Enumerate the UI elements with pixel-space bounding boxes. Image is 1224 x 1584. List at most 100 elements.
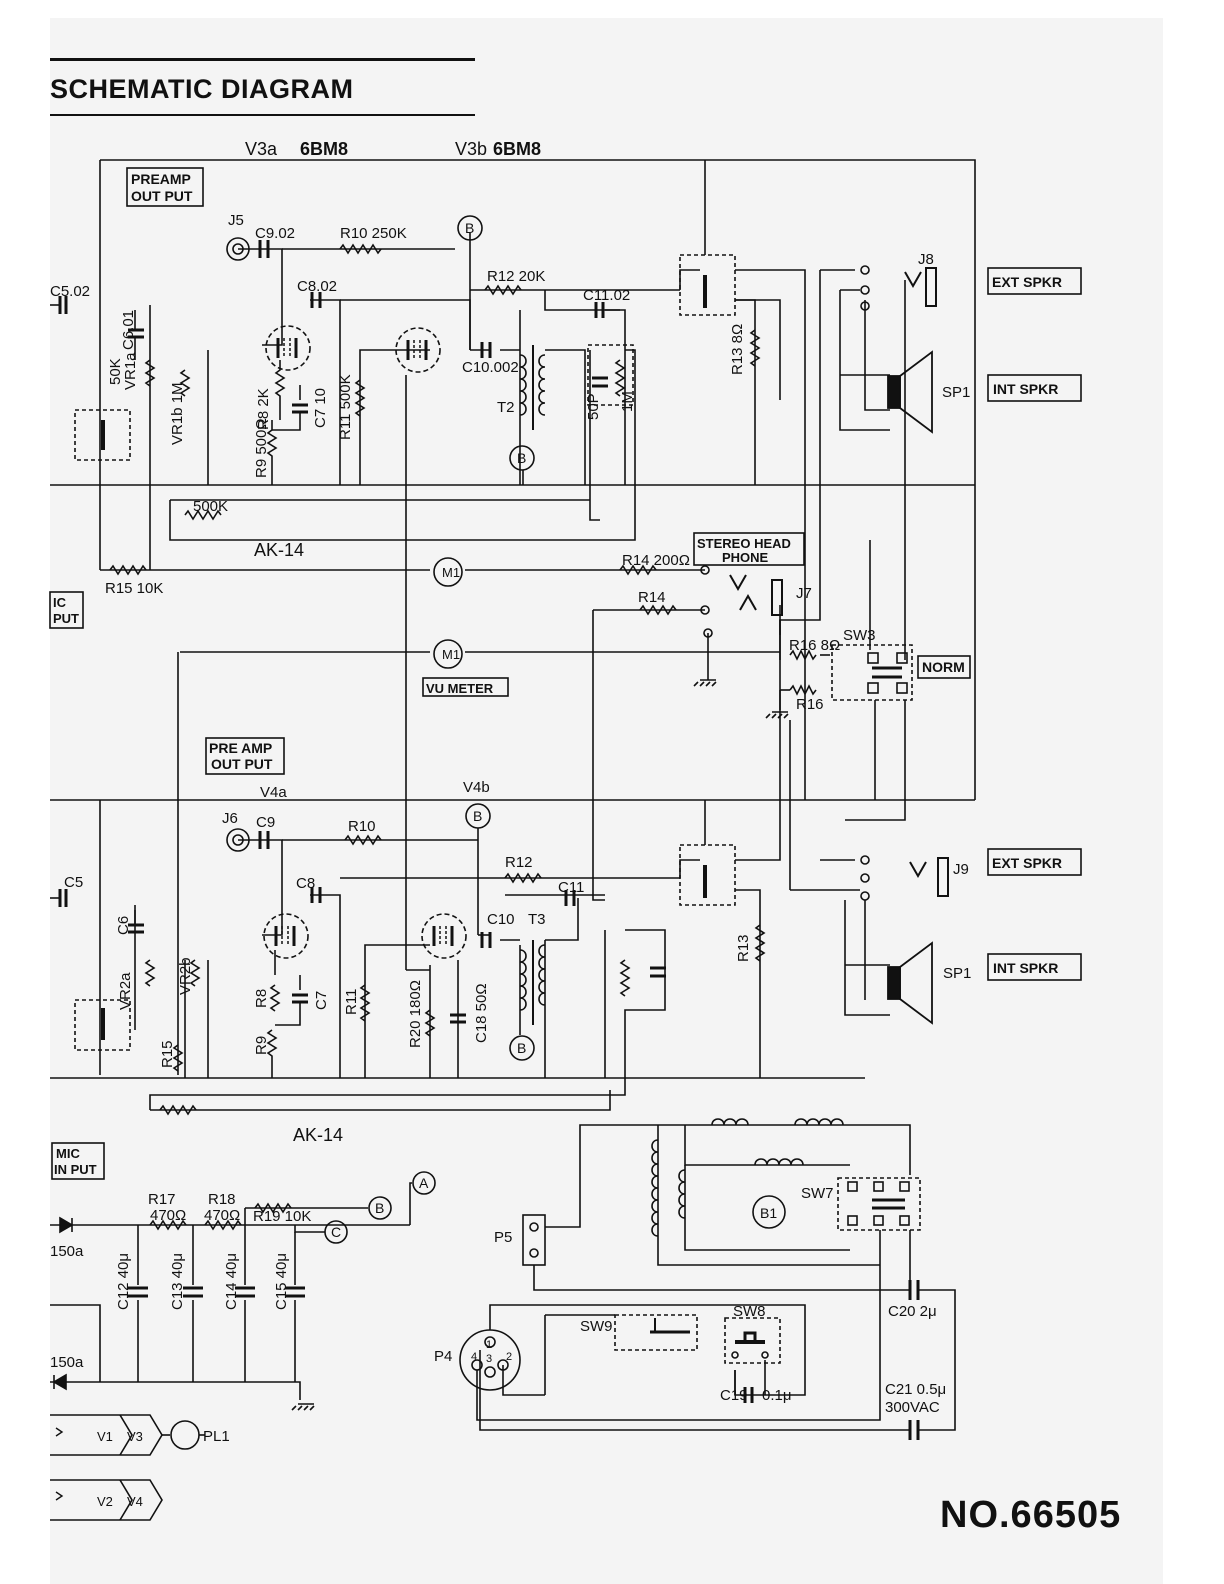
plug-p4: P4 [434, 1348, 452, 1365]
norm-label: NORM [922, 659, 965, 675]
transformer-t3: T3 [528, 911, 546, 928]
part-c21-rating: 300VAC [885, 1399, 940, 1416]
stereo-headphone-label-a: STEREO HEAD [697, 536, 791, 551]
part-c11-2: C11 [558, 879, 584, 896]
part-c12: C12 40μ [115, 1253, 132, 1310]
part-c19-value: 0.1μ [762, 1387, 792, 1404]
node-b-2a: B [473, 808, 482, 824]
pin-2: 2 [506, 1351, 512, 1363]
jack-j9: J9 [953, 861, 969, 878]
diode-1: 150a [50, 1243, 84, 1260]
diode-2: 150a [50, 1354, 84, 1371]
part-vr1a-value: 50K [107, 358, 124, 385]
part-r8: R8 2K [255, 388, 272, 430]
heater-v2: V2 [97, 1494, 113, 1509]
part-r12-2: R12 [505, 854, 533, 871]
preamp-output-label-1a: PREAMP [131, 171, 191, 187]
part-r17: R17 [148, 1191, 176, 1208]
part-c20: C20 2μ [888, 1303, 937, 1320]
jack-j8: J8 [918, 251, 934, 268]
document-number: NO.66505 [940, 1494, 1122, 1536]
ext-spkr-box-2 [987, 848, 1082, 876]
stereo-headphone-label-b: PHONE [722, 550, 769, 565]
meter-m1-a: M1 [442, 565, 460, 580]
norm-box [917, 655, 971, 679]
tube-label-v3b: V3b [455, 139, 487, 159]
node-b-ps: B [375, 1200, 384, 1216]
tube-type-v3a: 6BM8 [300, 139, 348, 159]
vu-meter-label: VU METER [426, 681, 494, 696]
part-c7: C7 10 [312, 388, 329, 428]
channel-1-wiring [50, 159, 976, 1075]
part-c10: C10.002 [462, 359, 519, 376]
title-bottom-rule [50, 114, 475, 116]
part-r13: R13 8Ω [729, 324, 746, 375]
ext-spkr-box-1 [987, 267, 1082, 295]
part-c5: C5.02 [50, 283, 90, 300]
power-supply [50, 1118, 956, 1521]
ext-spkr-label-2: EXT SPKR [992, 855, 1062, 871]
left-edge-fragment-a: IC [53, 595, 67, 610]
switch-sw3: SW3 [843, 627, 876, 644]
part-r11-2: R11 [343, 989, 360, 1015]
part-r10: R10 250K [340, 225, 407, 242]
switch-sw7: SW7 [801, 1185, 834, 1202]
part-c13: C13 40μ [169, 1253, 186, 1310]
node-b-2b: B [517, 1040, 526, 1056]
int-spkr-label-1: INT SPKR [993, 381, 1058, 397]
part-c18: C18 50Ω [473, 983, 490, 1043]
node-a: A [419, 1175, 429, 1191]
preamp-output-box-2 [205, 737, 285, 775]
node-c: C [331, 1224, 341, 1240]
part-vr2b: VR2b [177, 957, 194, 995]
transformer-t2: T2 [497, 399, 515, 416]
part-c14: C14 40μ [223, 1253, 240, 1310]
part-r13-2: R13 [735, 934, 752, 962]
preamp-output-box-1 [126, 167, 204, 207]
switch-sw8: SW8 [733, 1303, 766, 1320]
part-c15: C15 40μ [273, 1253, 290, 1310]
pin-1: 1 [486, 1339, 492, 1351]
preamp-output-label-2a: PRE AMP [209, 740, 272, 756]
part-r16: R16 [796, 696, 824, 713]
part-r9-2: R9 [253, 1036, 270, 1055]
mic-input-box [51, 1142, 105, 1180]
jack-j5: J5 [228, 212, 244, 229]
part-c5-2: C5 [64, 874, 83, 891]
part-r18: R18 [208, 1191, 236, 1208]
jack-j6: J6 [222, 810, 238, 827]
ak14-label-1: AK-14 [254, 540, 304, 560]
node-b-1a: B [465, 220, 474, 236]
stereo-headphone-box [693, 532, 805, 566]
preamp-output-label-1b: OUT PUT [131, 188, 193, 204]
title-top-rule [50, 58, 475, 61]
part-50p: 50P [585, 393, 602, 420]
binding-margin [0, 0, 50, 1584]
pin-3: 3 [486, 1353, 492, 1365]
ak14-label-2: AK-14 [293, 1125, 343, 1145]
paper-sheet [50, 18, 1163, 1584]
part-r9: R9 500Ω [253, 418, 270, 478]
battery-b1: B1 [760, 1205, 777, 1221]
page-title: SCHEMATIC DIAGRAM [50, 74, 354, 104]
part-r10-2: R10 [348, 818, 376, 835]
part-r15-2: R15 [159, 1040, 176, 1068]
int-spkr-label-2: INT SPKR [993, 960, 1058, 976]
speaker-sp1-ch1: SP1 [942, 384, 970, 401]
part-c8: C8.02 [297, 278, 337, 295]
part-r12: R12 20K [487, 268, 545, 285]
part-vr1b: VR1b 1M [169, 382, 186, 445]
part-vr1a: VR1a [122, 352, 139, 390]
part-r17-value: 470Ω [150, 1207, 186, 1224]
jack-j7: J7 [796, 585, 812, 602]
part-r19: R19 10K [253, 1208, 311, 1225]
part-r18-value: 470Ω [204, 1207, 240, 1224]
heater-v4: V4 [127, 1494, 143, 1509]
pilot-lamp-pl1: PL1 [203, 1428, 230, 1445]
part-c11: C11.02 [583, 287, 630, 304]
part-c7-2: C7 [313, 991, 330, 1010]
ext-spkr-label-1: EXT SPKR [992, 274, 1062, 290]
heater-v3: V3 [127, 1429, 143, 1444]
int-spkr-box-2 [987, 953, 1082, 981]
